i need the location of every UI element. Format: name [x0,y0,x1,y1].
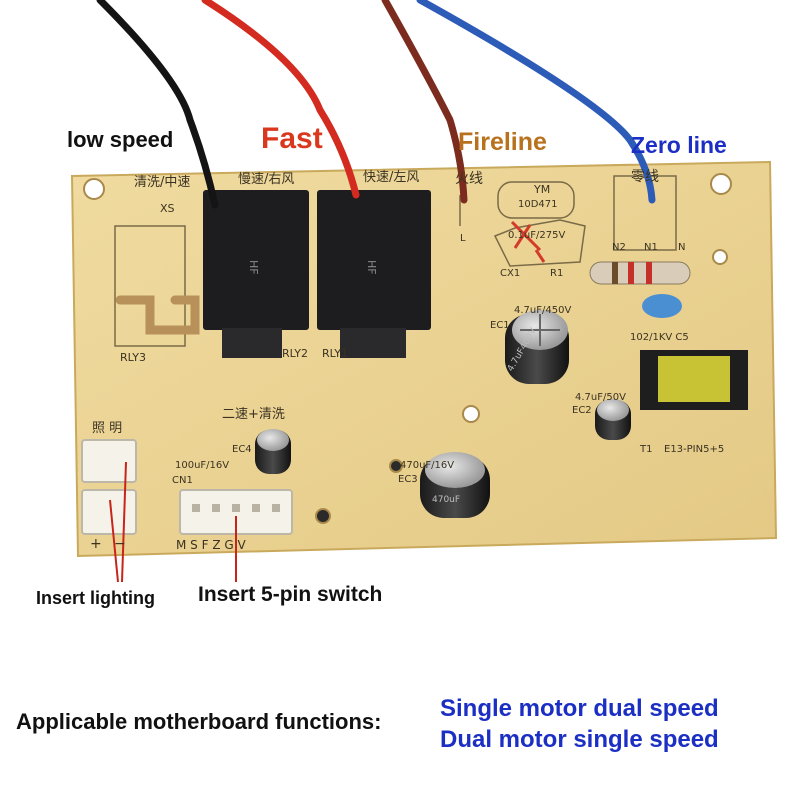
board-text-varistor: 10D471 [518,199,558,210]
functions-label: Applicable motherboard functions: [16,709,382,734]
board-text-cap: 0.1uF/275V [508,230,565,241]
relay-rly2 [203,190,309,358]
board-text-l-pin: L [460,233,466,244]
insert-switch-label: Insert 5-pin switch [198,583,383,606]
board-text-ec4: 100uF/16V [175,460,229,471]
lighting-connector-bottom [81,489,137,535]
board-text-ec2: 4.7uF/50V [575,392,626,403]
function-item: Single motor dual speed [440,695,719,722]
board-text-n1: N1 [644,242,658,253]
board-text-pins: M S F Z G V [176,538,246,552]
board-text-ec2-label: EC2 [572,405,592,416]
board-text-cx1: CX1 [500,268,520,279]
capacitor-ec3-text: 470uF [432,495,460,505]
board-text-n2: N2 [612,242,626,253]
capacitor-ec4 [255,429,291,474]
brown-wire [381,0,468,204]
board-text-c5: 102/1KV C5 [630,332,689,343]
copper-trace [115,295,200,335]
board-text-ym: YM [533,183,550,196]
board-text-cn1: CN1 [172,475,193,486]
capacitor-ec2 [595,399,631,440]
fireline-label: Fireline [458,128,547,156]
switch-connector-pins [192,504,280,512]
board-text-ec3: 470uF/16V [400,460,454,471]
capacitor-ec1 [505,310,569,384]
ceramic-capacitor [642,294,682,318]
board-text-fast-left: 快速/左风 [363,170,419,185]
red-wire [201,0,360,199]
functions-list: Single motor dual speed Dual motor singl… [440,693,719,755]
lighting-connector-top [81,439,137,483]
board-text-r1: R1 [550,268,563,279]
board-text-ec4-label: EC4 [232,444,252,455]
board-text-speed-wash: 二速+清洗 [222,407,285,422]
board-text-clean-mid: 清洗/中速 [134,175,190,190]
board-text-ec1: 4.7uF/450V [514,305,571,316]
insert-lighting-label: Insert lighting [36,588,155,608]
capacitor-ec3 [420,452,490,518]
silkscreen [114,175,677,347]
fast-label: Fast [261,122,323,155]
board-text-plus: + [90,536,102,552]
mounting-holes [83,173,732,524]
transformer-t1 [640,350,748,410]
relay-rly1-text: HF [365,260,378,275]
blue-wire [416,0,656,204]
board-text-xs: XS [160,202,175,215]
board-text-transformer: E13-PIN5+5 [664,444,724,455]
board-text-minus: − [114,536,126,552]
resistor-r1 [589,261,691,285]
low-speed-label: low speed [67,127,174,152]
black-wire [96,0,219,209]
board-text-ec1-label: EC1 [490,320,510,331]
zero-line-label: Zero line [631,132,727,158]
board-text-rly1: RLY1 [322,347,348,360]
red-marker [510,220,546,263]
board-text-zero-wire: 零线 [631,169,659,185]
board-text-slow-right: 慢速/右风 [238,171,294,187]
board-text-ec3-label: EC3 [398,474,418,485]
board-text-t1: T1 [639,444,652,455]
callout-arrows [109,461,237,583]
board-text-fire-wire: 火线 [455,171,483,187]
board-text-lighting: 照 明 [92,421,122,436]
function-item: Dual motor single speed [440,726,719,753]
board-text-n: N [678,242,685,253]
board-text-rly2: RLY2 [282,347,308,360]
relay-rly2-text: HF [247,260,260,275]
relay-rly1 [317,190,431,358]
board-text-rly3: RLY3 [120,351,146,364]
